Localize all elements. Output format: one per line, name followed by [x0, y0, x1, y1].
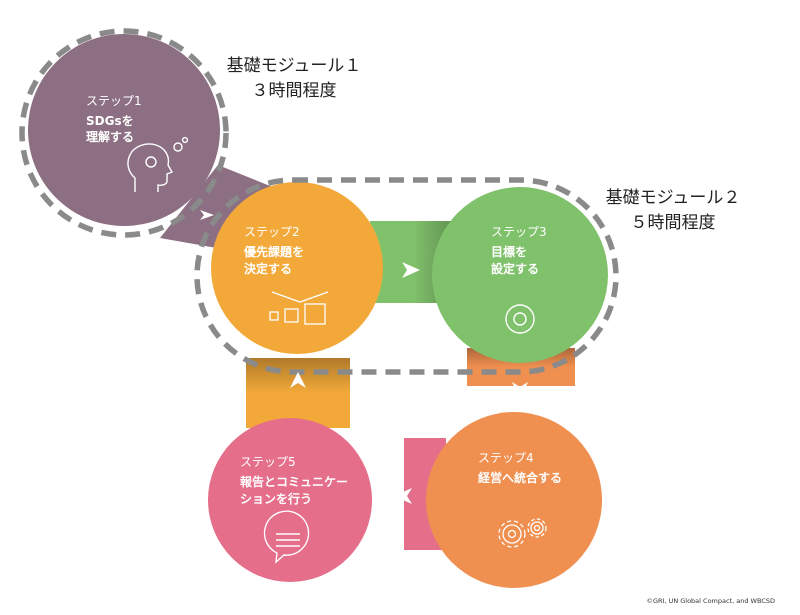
- step1-title-line2: 理解する: [86, 129, 134, 144]
- arrow-right-icon: [200, 210, 214, 220]
- module1-title: 基礎モジュール１: [227, 56, 362, 76]
- module1-duration: ３時間程度: [252, 81, 337, 101]
- module2-duration: ５時間程度: [631, 213, 716, 233]
- arrow-left-icon: [394, 488, 412, 504]
- step3-title-line1: 目標を: [491, 244, 527, 259]
- module2-title: 基礎モジュール２: [606, 188, 741, 208]
- step5-label: ステップ5: [240, 455, 296, 469]
- step1-title-line1: SDGsを: [86, 114, 134, 128]
- step4-label: ステップ4: [478, 451, 534, 465]
- step5-node: [208, 418, 372, 582]
- step3-title-line2: 設定する: [491, 261, 539, 276]
- step4-node: [426, 412, 602, 588]
- step5-title-line2: ションを行う: [240, 491, 312, 506]
- step2-node: [211, 182, 383, 354]
- arrow-up-icon: [290, 372, 306, 388]
- step3-label: ステップ3: [491, 225, 547, 239]
- step5-title-line1: 報告とコミュニケー: [240, 474, 348, 489]
- copyright-text: ©GRI, UN Global Compact, and WBCSD: [646, 597, 775, 605]
- module1-outline: [19, 28, 229, 238]
- speech-bubble-icon: [263, 510, 310, 564]
- step2-title-line1: 優先課題を: [243, 244, 304, 259]
- step2-label: ステップ2: [244, 225, 300, 239]
- step3-node: [432, 187, 608, 363]
- connector-5-2: [246, 358, 350, 428]
- step2-title-line2: 決定する: [244, 261, 292, 276]
- gears-icon: [498, 518, 547, 548]
- arrow-right-icon: [402, 262, 420, 278]
- step1-label: ステップ1: [86, 94, 142, 108]
- step1-node: [28, 34, 220, 226]
- head-thinking-icon: [127, 136, 189, 192]
- arrow-down-icon: [512, 382, 528, 400]
- target-icon: [505, 304, 535, 334]
- step4-title-line1: 経営へ統合する: [478, 470, 562, 485]
- funnel-squares-icon: [269, 291, 329, 325]
